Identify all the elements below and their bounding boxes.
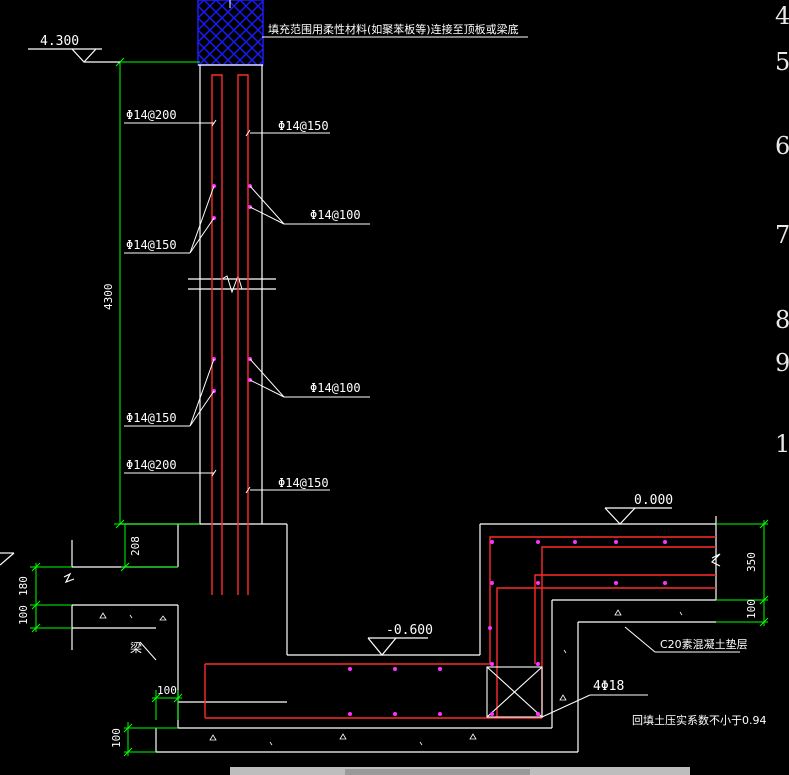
elevation-0000: 0.000 xyxy=(634,493,673,508)
rebar-dots xyxy=(212,184,667,716)
foundation-outline xyxy=(63,516,721,753)
dimension-lines xyxy=(30,57,769,757)
dim-100-mid: 100 xyxy=(157,684,177,697)
rebar-label-8: Φ14@150 xyxy=(278,476,329,490)
bottom-strip-thumb xyxy=(345,769,530,775)
row-number-7: 7 xyxy=(775,221,789,249)
dim-350: 350 xyxy=(745,552,758,572)
dim-wall-height: 4300 xyxy=(102,284,115,311)
dim-180: 180 xyxy=(17,576,30,596)
rebar-label-3: Φ14@150 xyxy=(126,238,177,252)
rebar-label-5: Φ14@150 xyxy=(126,411,177,425)
row-number-4: 4 xyxy=(775,2,789,30)
rebar-label-2: Φ14@150 xyxy=(278,119,329,133)
dim-100-right: 100 xyxy=(745,599,758,619)
backfill-note: 回填土压实系数不小于0.94 xyxy=(632,713,767,727)
infill-note: 填充范围用柔性材料(如聚苯板等)连接至顶板或梁底 xyxy=(268,22,519,36)
rebar-label-4phi18: 4Φ18 xyxy=(593,679,624,694)
rebar-lines xyxy=(204,74,716,719)
row-number-6: 6 xyxy=(775,132,789,160)
row-number-5: 5 xyxy=(775,48,789,76)
wall-outline xyxy=(188,64,276,524)
elevation-4300: 4.300 xyxy=(40,34,79,49)
rebar-label-1: Φ14@200 xyxy=(126,108,177,122)
leader-lines xyxy=(124,36,740,718)
row-number-10: 10 xyxy=(775,430,789,458)
row-number-9: 9 xyxy=(775,349,789,377)
dim-100-left: 100 xyxy=(17,605,30,625)
concrete-hatch-dots xyxy=(99,609,683,746)
elevation-markers xyxy=(0,48,672,656)
beam-cross xyxy=(486,666,543,718)
rebar-label-4: Φ14@100 xyxy=(310,208,361,222)
beam-label: 梁 xyxy=(130,640,142,655)
row-number-8: 8 xyxy=(775,306,789,334)
dim-100-bottom: 100 xyxy=(110,728,123,748)
flexible-infill-block xyxy=(197,0,264,66)
rebar-label-6: Φ14@100 xyxy=(310,381,361,395)
elevation-minus-0600: -0.600 xyxy=(386,623,433,638)
rebar-label-7: Φ14@200 xyxy=(126,458,177,472)
c20-cushion-label: C20素混凝土垫层 xyxy=(660,637,748,651)
dim-208: 208 xyxy=(129,536,142,556)
